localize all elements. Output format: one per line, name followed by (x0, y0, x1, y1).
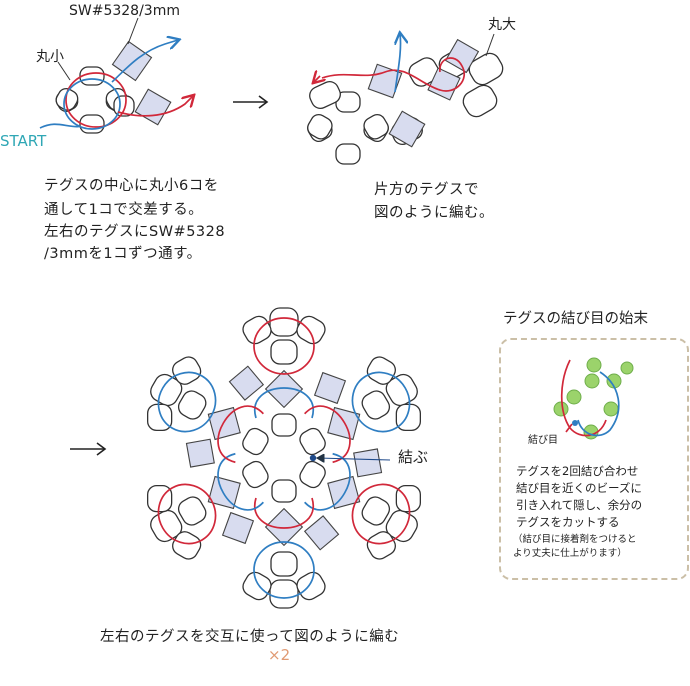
knot-illustration (553, 357, 634, 440)
step3-snowflake (146, 307, 422, 609)
maru-dai-label: 丸大 (488, 17, 516, 33)
step2-text-line-2: 図のように編む。 (374, 205, 494, 221)
musubu-label: 結ぶ (398, 448, 429, 466)
step2-diagram (307, 34, 504, 165)
step1-diagram (39, 17, 193, 134)
snowflake-arm (146, 356, 269, 464)
snowflake-arm (299, 452, 422, 560)
snowflake-arm (146, 438, 269, 560)
note-text-line-3: 引き入れて隠し、余分の (516, 498, 643, 512)
snowflake-arm (242, 307, 347, 437)
snowflake-arm (299, 356, 422, 478)
note-title: テグスの結び目の始末 (503, 311, 648, 327)
note-text-line-2: 結び目を近くのビーズに (516, 481, 642, 495)
note-small-line-2: より丈夫に仕上がります） (513, 548, 627, 559)
arrow-1 (233, 95, 269, 109)
step1-text-line-2: 通して1コで交差する。 (44, 202, 204, 218)
knot-pointer (309, 455, 391, 461)
step1-text-line-3: 左右のテグスにSW#5328 (44, 224, 226, 240)
note-box (499, 338, 689, 580)
times-label: ×2 (268, 646, 291, 664)
step1-text-line-1: テグスの中心に丸小6コを (44, 178, 219, 194)
arrow-3 (70, 442, 107, 456)
step1-text-line-4: /3mmを1コずつ通す。 (44, 246, 202, 262)
maru-sho-label: 丸小 (36, 49, 64, 65)
knot-label: 結び目 (528, 435, 558, 446)
start-label: START (0, 132, 47, 150)
note-small-line-1: （結び目に接着剤をつけると (513, 534, 637, 545)
note-text-line-4: テグスをカットする (516, 515, 620, 529)
sw-label: SW#5328/3mm (69, 3, 180, 19)
step3-caption: 左右のテグスを交互に使って図のように編む (100, 629, 400, 645)
snowflake-arm (221, 479, 326, 609)
note-text-line-1: テグスを2回結び合わせ (516, 464, 639, 478)
step2-text-line-1: 片方のテグスで (374, 182, 479, 198)
